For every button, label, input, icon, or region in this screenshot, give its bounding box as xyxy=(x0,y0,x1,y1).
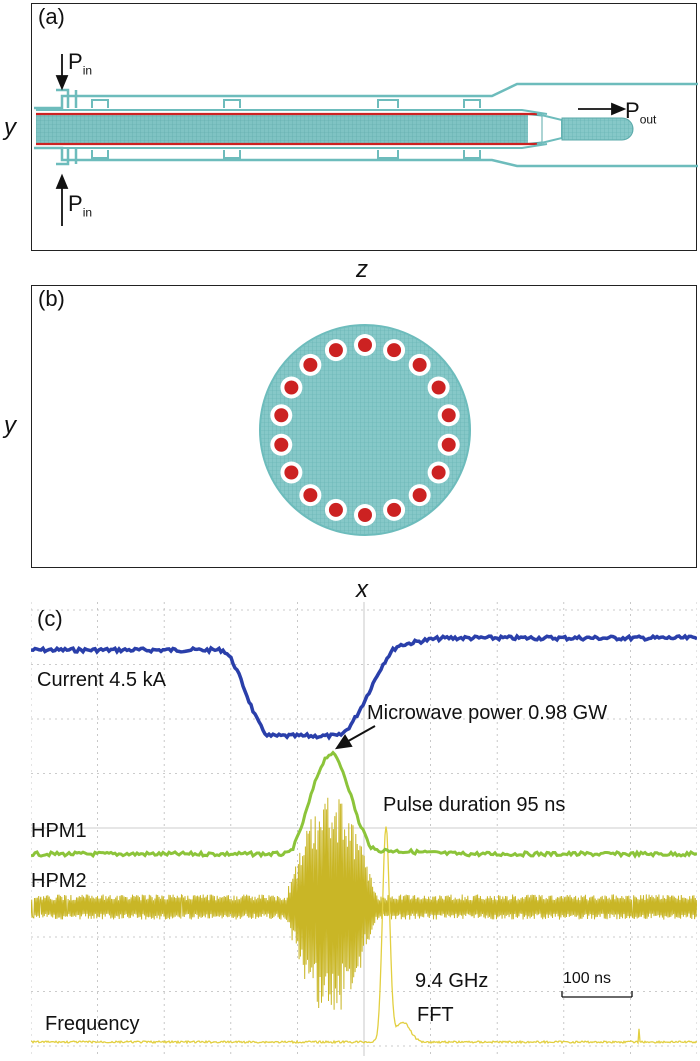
panel-c-waveforms xyxy=(31,602,697,1056)
input-port-bottom xyxy=(56,148,78,166)
rod xyxy=(431,380,446,395)
panel-b: (b) xyxy=(31,285,697,568)
fft-trace xyxy=(31,826,697,1045)
panel-b-x-axis-label: x xyxy=(356,576,368,603)
fft-frequency-label: 9.4 GHz xyxy=(415,970,489,992)
p-in-bottom-label: Pin xyxy=(68,191,93,220)
fft-label: FFT xyxy=(417,1004,454,1026)
panel-b-drawing xyxy=(259,324,471,536)
panel-a-drawing xyxy=(34,54,698,226)
rod xyxy=(412,488,427,503)
rod xyxy=(441,408,456,423)
panel-a: (a) Pin Pin Pout xyxy=(31,3,698,251)
panel-c-label: (c) xyxy=(37,606,63,631)
hpm2-trace xyxy=(31,797,697,1010)
panel-a-x-axis-label: z xyxy=(356,256,368,283)
rod xyxy=(328,343,343,358)
panel-b-y-axis-label: y xyxy=(4,412,16,439)
rod xyxy=(284,380,299,395)
cavity-grooves xyxy=(91,99,481,159)
rod xyxy=(441,437,456,452)
p-in-top-label: Pin xyxy=(68,49,93,78)
rod-ring xyxy=(270,334,460,526)
cross-section-disk xyxy=(259,324,471,536)
rod xyxy=(303,357,318,372)
frequency-label: Frequency xyxy=(45,1013,140,1035)
scale-bar xyxy=(561,991,633,998)
panel-c: (c) Current 4.5 kA Microwave power 0.98 … xyxy=(31,602,697,1056)
rod xyxy=(358,338,372,352)
cathode-body xyxy=(36,114,528,144)
current-label: Current 4.5 kA xyxy=(37,669,166,691)
p-out-label: Pout xyxy=(625,98,657,127)
microwave-power-label: Microwave power 0.98 GW xyxy=(367,702,608,724)
collector xyxy=(561,117,634,141)
panel-b-label: (b) xyxy=(38,286,65,311)
microwave-arrow xyxy=(334,725,376,750)
hpm2-label: HPM2 xyxy=(31,870,87,892)
scale-bar-label: 100 ns xyxy=(563,970,612,987)
panel-a-y-axis-label: y xyxy=(4,114,16,141)
rod xyxy=(387,502,402,517)
current-trace xyxy=(31,633,697,741)
panel-a-label: (a) xyxy=(38,4,65,29)
rod xyxy=(303,488,318,503)
hpm1-trace xyxy=(31,750,697,859)
rod xyxy=(358,508,372,522)
output-taper xyxy=(536,113,563,145)
rod xyxy=(284,465,299,480)
hpm1-label: HPM1 xyxy=(31,820,87,842)
rod xyxy=(274,408,289,423)
rod xyxy=(431,465,446,480)
input-port-top xyxy=(56,88,78,108)
rod xyxy=(328,502,343,517)
rod xyxy=(274,437,289,452)
rod xyxy=(387,343,402,358)
rod xyxy=(412,357,427,372)
pulse-duration-label: Pulse duration 95 ns xyxy=(383,794,566,816)
